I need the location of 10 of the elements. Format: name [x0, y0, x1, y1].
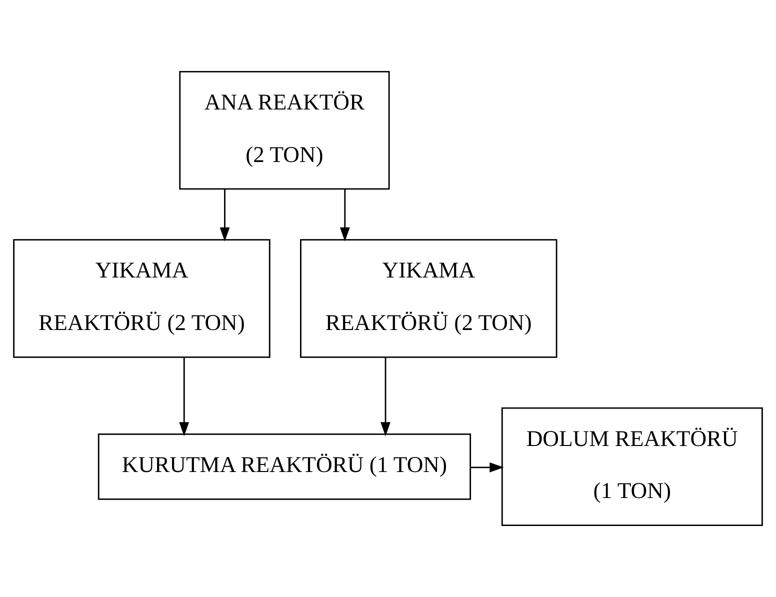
node-box: KURUTMA REAKTÖRÜ (1 TON)	[98, 433, 472, 500]
node-box: ANA REAKTÖR (2 TON)	[179, 70, 390, 190]
node-box: DOLUM REAKTÖRÜ (1 TON)	[501, 407, 763, 526]
node-box: YIKAMA REAKTÖRÜ (2 TON)	[13, 239, 270, 358]
node-box: YIKAMA REAKTÖRÜ (2 TON)	[300, 239, 558, 358]
arrow	[340, 189, 350, 242]
arrow	[380, 357, 390, 436]
arrow	[470, 462, 504, 472]
arrow	[220, 189, 230, 242]
arrow	[179, 357, 190, 436]
